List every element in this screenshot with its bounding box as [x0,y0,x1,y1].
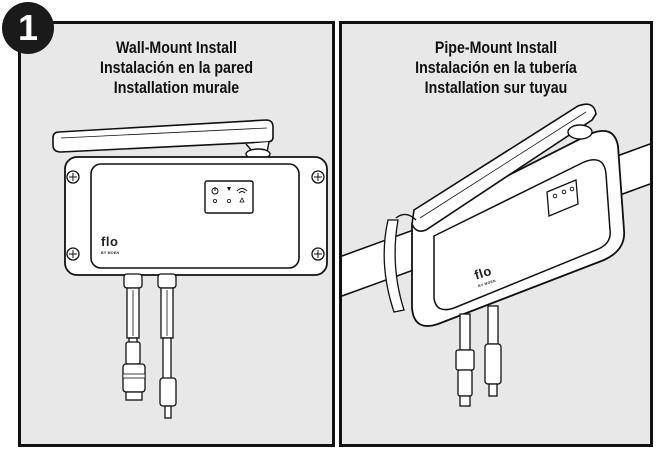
device-housing [395,103,626,327]
pipe-mount-illustration [342,103,650,407]
step-number: 1 [17,7,39,48]
cables [455,305,502,407]
title-english: Wall-Mount Install [116,39,237,57]
title-french: Installation murale [113,79,240,97]
title-spanish: Instalación en la pared [100,59,253,77]
title-french: Installation sur tuyau [424,79,568,97]
title-english: Pipe-Mount Install [434,39,558,57]
device-housing [64,156,328,276]
pipe-mount-title: Pipe-Mount Install Instalación en la tub… [364,38,629,98]
antenna [52,119,274,160]
wall-mount-panel: Wall-Mount Install Instalación en la par… [18,21,335,447]
logo-word: flo [101,234,119,249]
flo-logo: flo BY MOEN [101,233,119,255]
title-spanish: Instalación en la tubería [415,59,577,77]
step-number-badge: 1 [2,2,54,54]
pipe-mount-panel: Pipe-Mount Install Instalación en la tub… [339,21,653,447]
wall-mount-illustration [52,119,328,419]
logo-byline: BY MOEN [101,251,120,255]
wall-mount-title: Wall-Mount Install Instalación en la par… [43,38,310,98]
mounting-strap [383,219,405,313]
cables [122,273,177,419]
